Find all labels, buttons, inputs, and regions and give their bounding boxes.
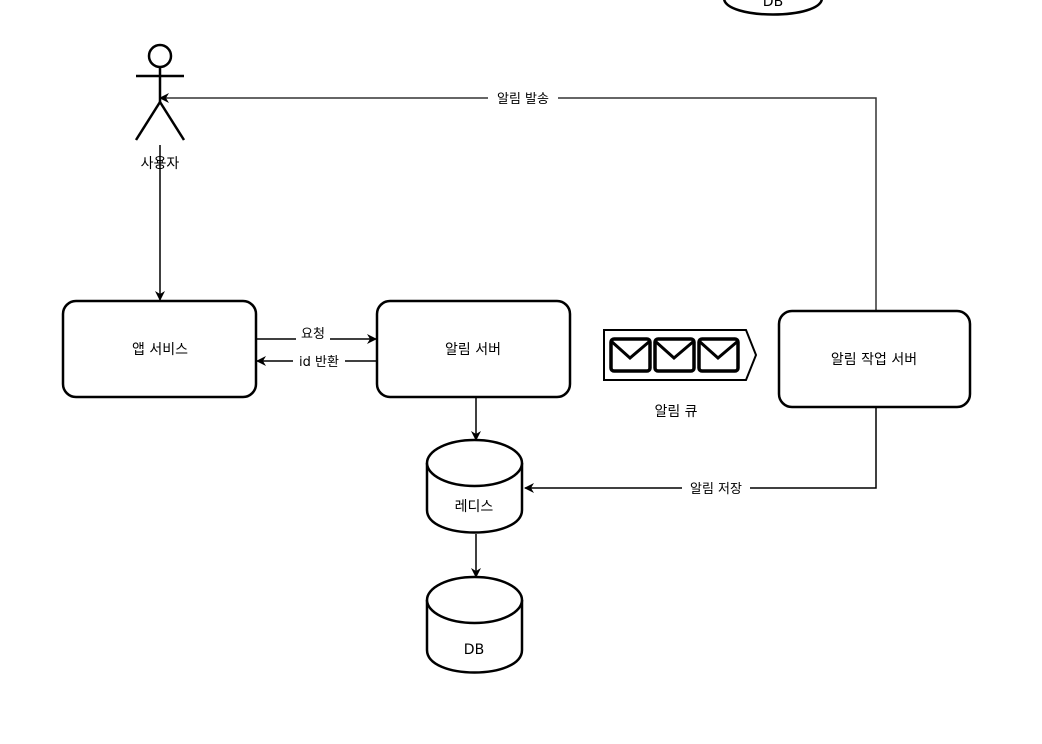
edge-label-store-notification: 알림 저장 — [690, 482, 742, 497]
db-label: DB — [464, 642, 484, 658]
notification-server-label: 알림 서버 — [445, 342, 501, 358]
notification-worker-node[interactable]: 알림 작업 서버 — [777, 309, 972, 409]
app-service-label: 앱 서비스 — [132, 342, 188, 358]
redis-node[interactable]: 레디스 — [425, 438, 524, 534]
top-db-node[interactable]: DB — [723, 0, 823, 16]
envelope-icon — [653, 337, 696, 373]
notification-worker-label: 알림 작업 서버 — [831, 352, 917, 368]
redis-label: 레디스 — [455, 499, 494, 515]
notification-queue-node[interactable]: 알림 큐 — [603, 329, 758, 420]
app-service-node[interactable]: 앱 서비스 — [61, 299, 258, 399]
notification-queue-label: 알림 큐 — [654, 404, 697, 420]
edge-label-send-notification: 알림 발송 — [497, 92, 549, 107]
edge-store-notification[interactable]: 알림 저장 — [524, 407, 877, 497]
edge-label-return-id: id 반환 — [299, 355, 339, 370]
person-icon — [134, 43, 186, 141]
edge-return-id[interactable]: id 반환 — [256, 353, 377, 370]
notification-server-node[interactable]: 알림 서버 — [375, 299, 572, 399]
envelope-icon — [609, 337, 652, 373]
edge-label-request: 요청 — [301, 327, 325, 342]
edge-request[interactable]: 요청 — [256, 326, 377, 344]
edge-send-notification[interactable]: 알림 발송 — [159, 90, 877, 311]
envelope-icon — [697, 337, 740, 373]
db-node[interactable]: DB — [425, 575, 524, 674]
top-db-label: DB — [763, 0, 783, 10]
